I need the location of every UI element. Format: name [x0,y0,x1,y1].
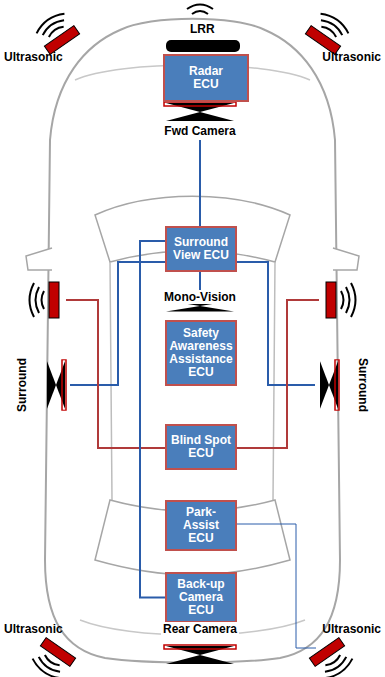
ecu-box: Park-Assist ECU [165,500,237,551]
camera-label: Fwd Camera [164,124,235,138]
ecu-box: Surround View ECU [165,226,237,272]
ecu-name: Radar ECU [179,65,233,91]
camera-label: Surround [15,358,29,412]
sensor-label: LRR [190,22,215,36]
ecu-name: Blind Spot ECU [170,434,232,460]
camera-label: Surround [356,358,370,412]
camera-label: Rear Camera [161,622,239,636]
camera-label: Mono-Vision [162,290,238,304]
ecu-box: Safety Awareness Assistance ECU [165,320,237,386]
ecu-box: Blind Spot ECU [165,424,237,470]
sensor-label: Ultrasonic [322,50,381,64]
ecu-name: Park-Assist ECU [170,506,232,545]
ecu-name: Safety Awareness Assistance ECU [169,327,232,379]
sensor-label: Ultrasonic [4,50,63,64]
sensor-label: Ultrasonic [322,622,381,636]
ecu-name: Back-up Camera ECU [170,578,232,617]
ecu-name: Surround View ECU [170,236,232,262]
ecu-box: Radar ECU [163,54,249,102]
sensor-label: Ultrasonic [4,622,63,636]
ecu-box: Back-up Camera ECU [165,572,237,623]
